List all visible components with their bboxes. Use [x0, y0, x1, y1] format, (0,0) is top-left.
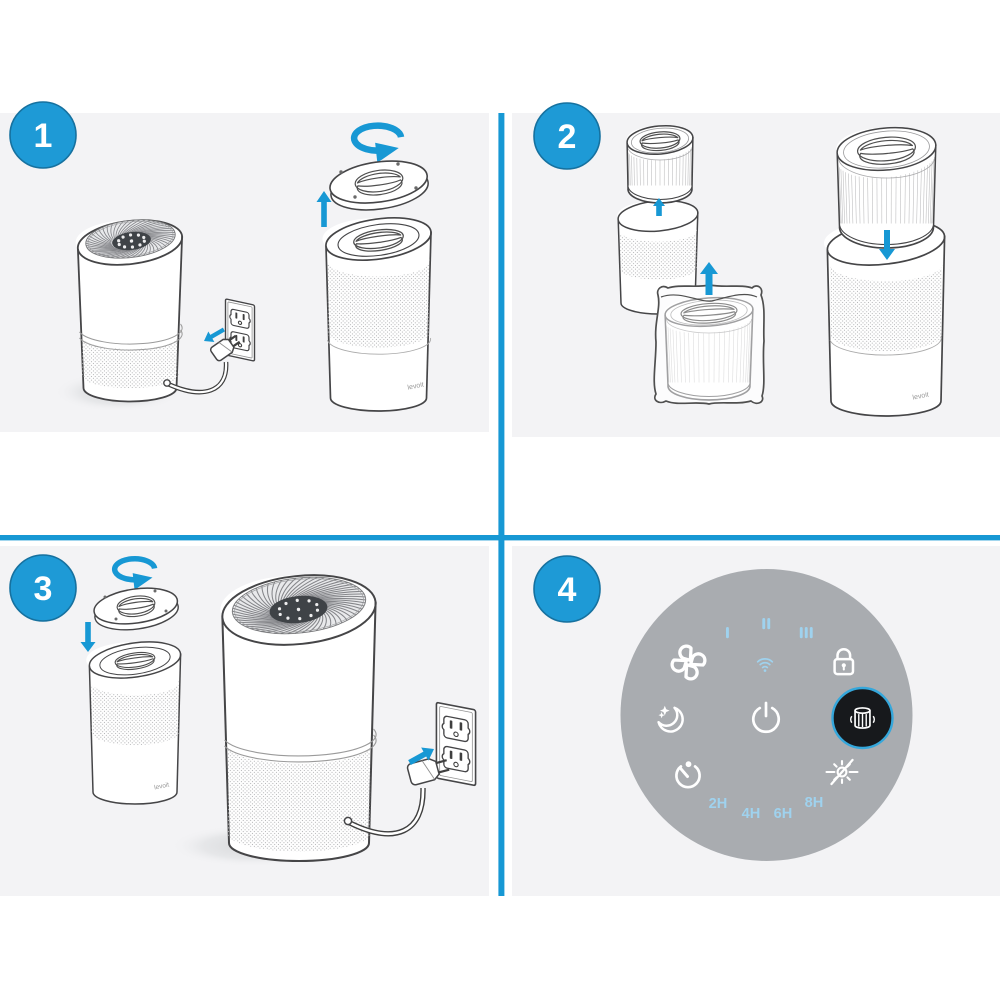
svg-text:3: 3 — [34, 570, 53, 608]
svg-text:2: 2 — [558, 118, 577, 156]
svg-text:levoit: levoit — [407, 381, 424, 391]
svg-text:4H: 4H — [742, 806, 761, 822]
svg-text:4: 4 — [558, 571, 577, 609]
svg-text:6H: 6H — [774, 806, 793, 822]
svg-text:8H: 8H — [805, 795, 824, 811]
svg-text:levoit: levoit — [154, 781, 170, 791]
svg-text:2H: 2H — [709, 796, 728, 812]
svg-text:1: 1 — [34, 117, 53, 155]
svg-text:levoit: levoit — [912, 391, 929, 401]
